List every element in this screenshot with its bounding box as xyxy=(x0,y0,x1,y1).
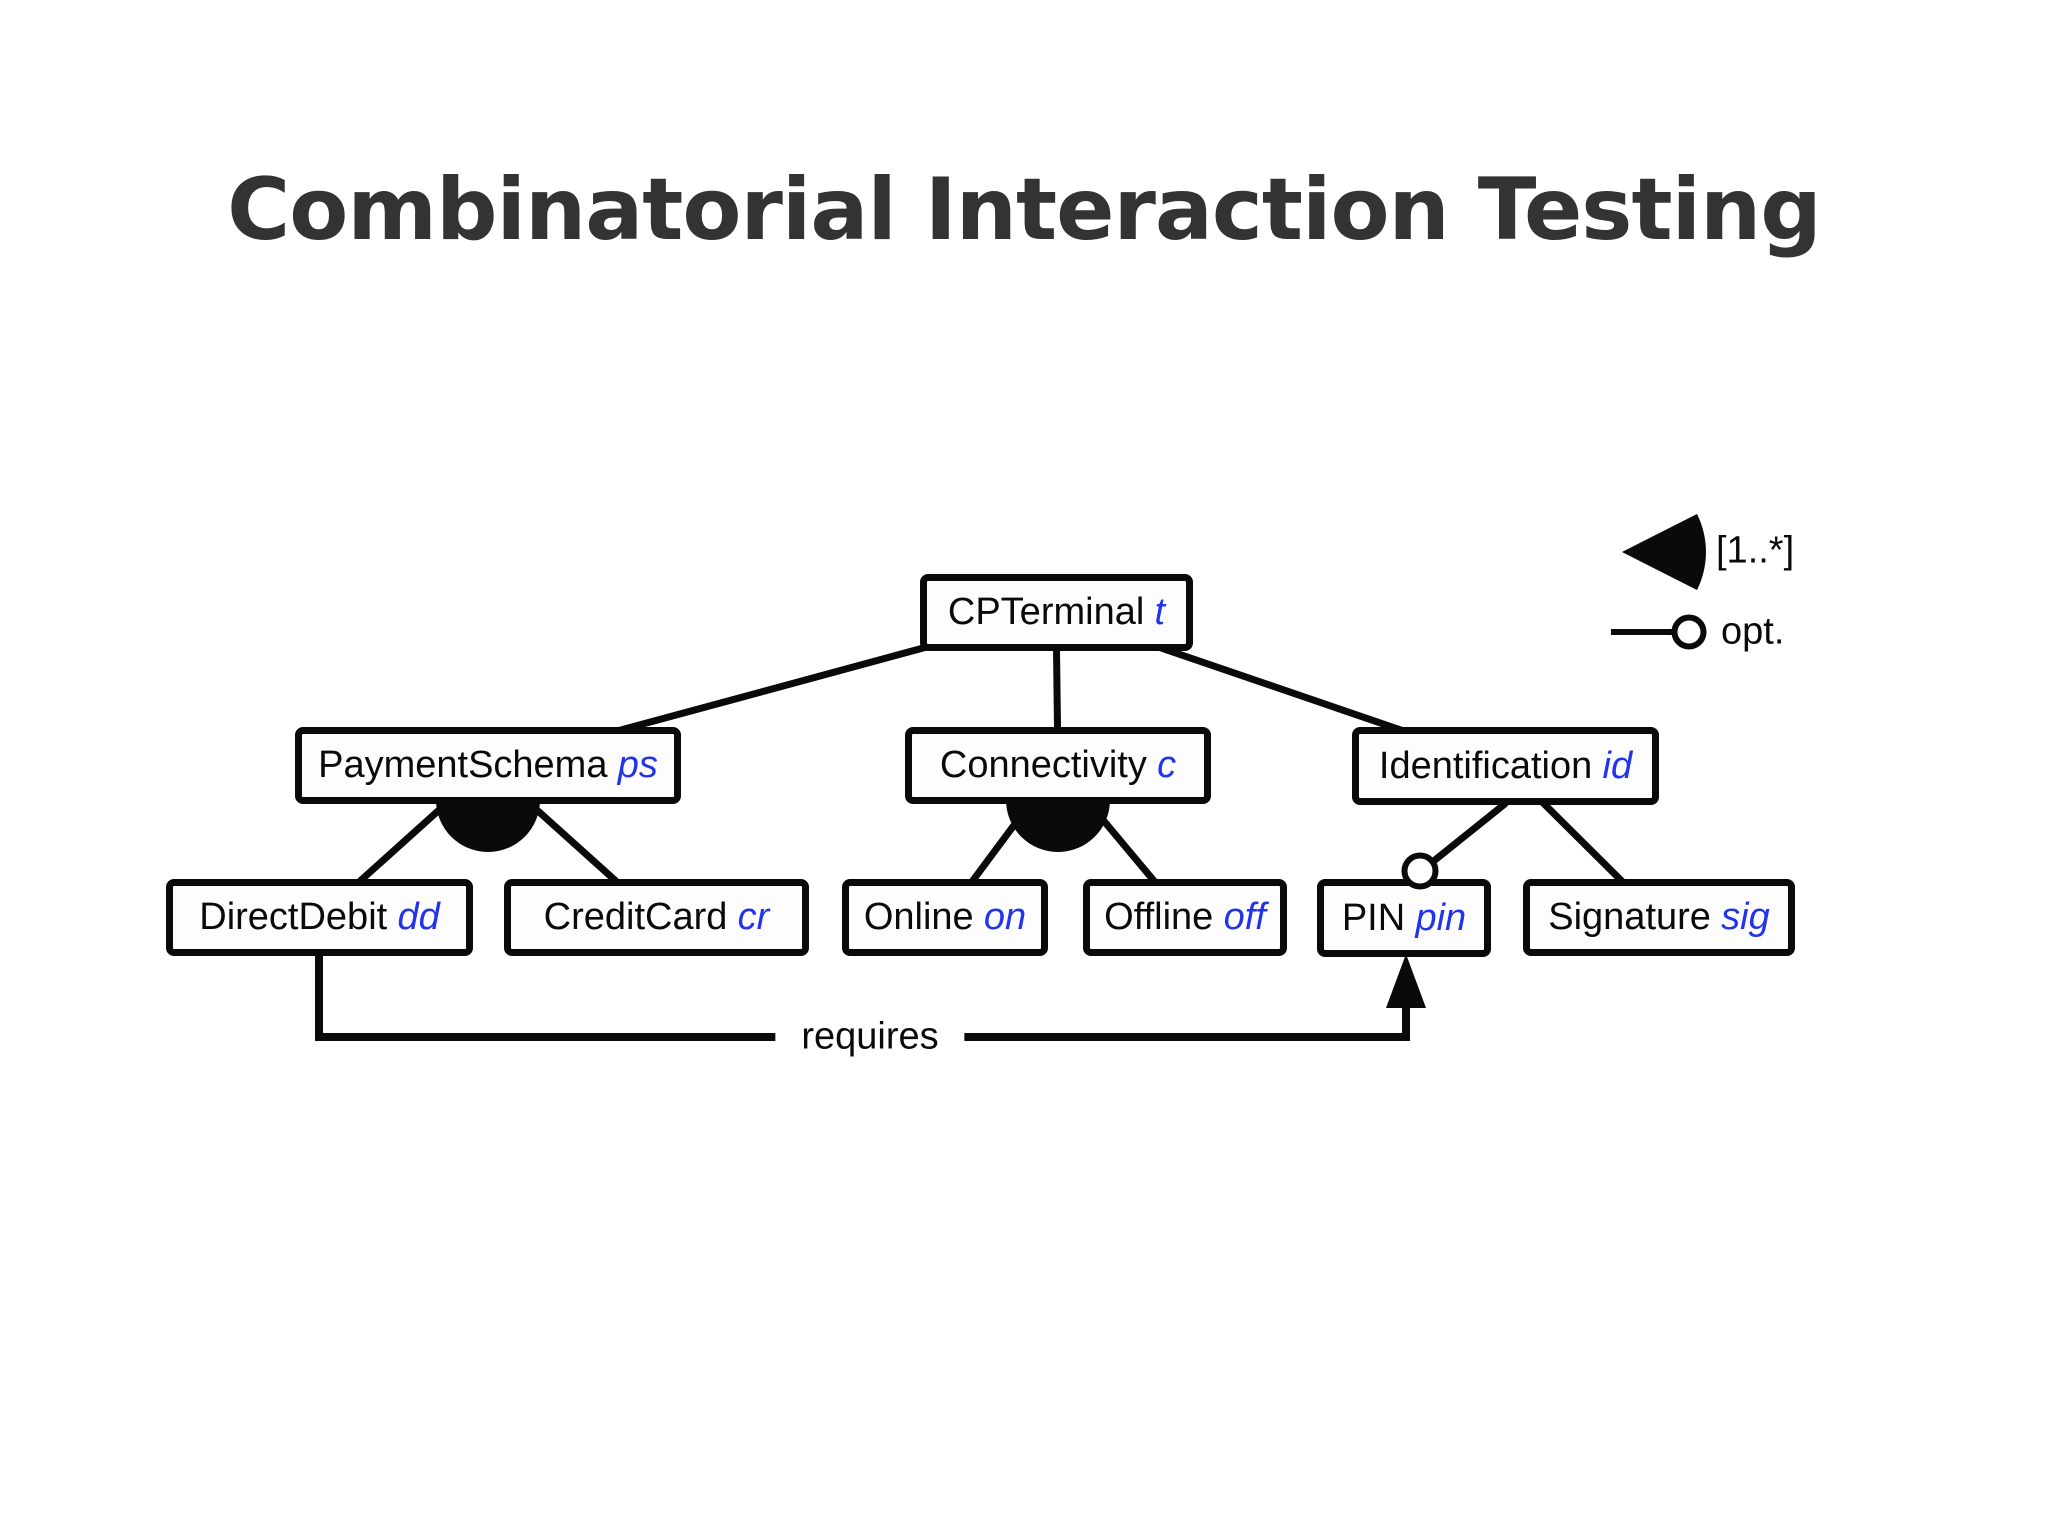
legend-or-group-icon xyxy=(1622,514,1706,590)
node-abbrev: pin xyxy=(1415,896,1467,939)
node-label: Identification xyxy=(1378,744,1593,787)
node-label: Connectivity xyxy=(939,744,1147,786)
node-label: CPTerminal xyxy=(947,591,1145,633)
legend-optional-label: opt. xyxy=(1721,610,1785,653)
node-abbrev: id xyxy=(1602,744,1633,787)
or-group-arc-paymentschema xyxy=(436,800,540,852)
node-abbrev: cr xyxy=(737,896,770,938)
node-label: DirectDebit xyxy=(199,896,388,938)
node-label: PIN xyxy=(1341,896,1406,939)
node-abbrev: on xyxy=(983,896,1027,938)
node-abbrev: off xyxy=(1223,896,1266,938)
legend-or-group-label: [1..*] xyxy=(1716,529,1795,572)
node-label: Signature xyxy=(1548,896,1711,938)
requires-arrowhead-icon xyxy=(1386,954,1426,1008)
node-label: Offline xyxy=(1104,896,1214,938)
node-label: CreditCard xyxy=(543,896,728,938)
node-abbrev: ps xyxy=(617,744,658,786)
node-label: Online xyxy=(863,896,974,938)
edge-identification-pin xyxy=(1417,800,1509,875)
or-group-arc-connectivity xyxy=(1006,800,1110,852)
node-label: PaymentSchema xyxy=(318,744,608,786)
page-title: Combinatorial Interaction Testing xyxy=(227,160,1822,260)
node-abbrev: sig xyxy=(1721,896,1770,938)
node-abbrev: c xyxy=(1157,744,1177,786)
requires-label: requires xyxy=(775,1015,965,1059)
legend-optional-circle-icon xyxy=(1671,614,1707,650)
node-abbrev: dd xyxy=(397,896,440,938)
node-abbrev: t xyxy=(1154,591,1166,633)
